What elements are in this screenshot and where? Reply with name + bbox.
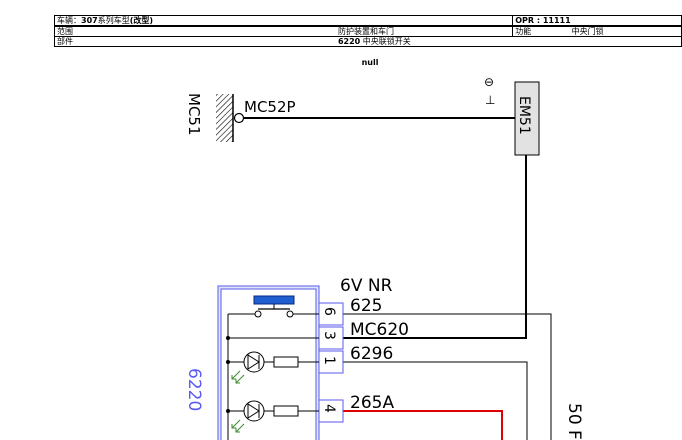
wire-6296 bbox=[343, 361, 528, 440]
wire-label-265a: 265A bbox=[350, 393, 394, 413]
part-name: 中央联锁开关 bbox=[362, 37, 411, 46]
vehicle-model-desc: 系列车型 bbox=[97, 16, 130, 25]
ground-point-mc51: MC51 MC52P bbox=[185, 93, 296, 142]
vehicle-model-num: 307 bbox=[81, 16, 98, 25]
ground-terminal bbox=[233, 112, 245, 124]
part-label: 部件 bbox=[53, 36, 336, 47]
switch-contact-right bbox=[286, 310, 294, 318]
component-6220-inner bbox=[220, 288, 317, 440]
resistor-1 bbox=[273, 356, 299, 368]
connector-label: 6V NR bbox=[340, 276, 393, 296]
component-6220-label: 6220 bbox=[184, 368, 204, 411]
wire-label-625: 625 bbox=[350, 296, 382, 316]
vehicle-label: 车辆 bbox=[57, 16, 73, 25]
switch-actuator bbox=[253, 295, 295, 305]
mc51-label: MC51 bbox=[185, 93, 203, 136]
em51-label: EM51 bbox=[516, 96, 532, 135]
right-label-50f: 50 F bbox=[564, 403, 584, 440]
switch-contact-left bbox=[254, 310, 262, 318]
pin-label-4: 4 bbox=[321, 404, 337, 413]
pin-label-6: 6 bbox=[321, 307, 337, 316]
led-1-arrows bbox=[231, 370, 245, 384]
resistor-2 bbox=[273, 405, 299, 417]
em51-box bbox=[514, 81, 540, 156]
wire-label-6296: 6296 bbox=[350, 344, 393, 364]
ground-symbol-top: ⊖ bbox=[484, 75, 494, 89]
mc52p-label: MC52P bbox=[244, 98, 296, 116]
em51-component: ⊖ ⊥ EM51 bbox=[484, 75, 540, 156]
ground-hatch bbox=[216, 94, 233, 142]
wire-label-mc620: MC620 bbox=[350, 320, 409, 340]
header-table: 车辆：307系列车型(改型) OPR : 11111 范围 防护装置和车门 功能… bbox=[53, 15, 682, 47]
component-6220: 6220 6 3 1 4 bbox=[184, 285, 344, 440]
pin-label-1: 1 bbox=[321, 356, 337, 365]
ground-wire bbox=[243, 117, 527, 155]
opr-cell: OPR : 11111 bbox=[512, 15, 682, 27]
part-value: 6220 中央联锁开关 bbox=[335, 36, 682, 47]
vehicle-cell: 车辆：307系列车型(改型) bbox=[53, 15, 514, 27]
ground-symbol-bottom: ⊥ bbox=[485, 93, 495, 107]
mc620-wire bbox=[343, 155, 527, 339]
null-label: null bbox=[361, 58, 379, 67]
pin-label-3: 3 bbox=[321, 331, 337, 340]
led-2-arrows bbox=[231, 419, 245, 433]
wire-625 bbox=[343, 313, 552, 440]
wire-265a bbox=[343, 410, 503, 440]
vehicle-model-suffix: (改型) bbox=[129, 16, 154, 25]
part-code: 6220 bbox=[337, 37, 361, 46]
